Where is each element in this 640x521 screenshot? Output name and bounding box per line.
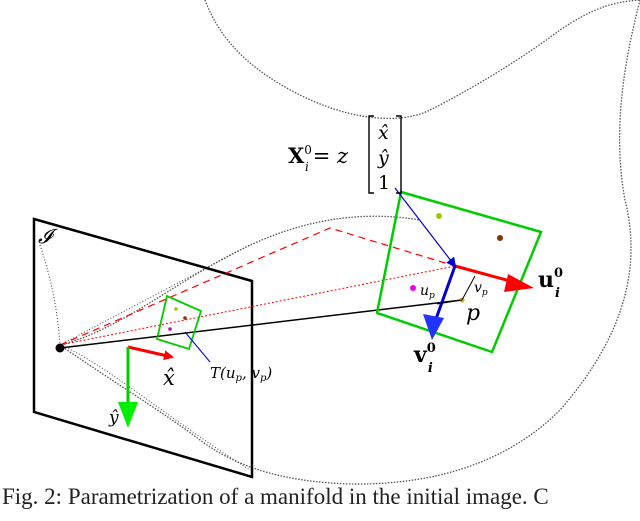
up-line — [436, 299, 463, 305]
matrix-left-bracket — [368, 115, 374, 194]
point-p-label: p — [466, 301, 480, 326]
u-vector-arrowhead — [504, 274, 534, 292]
v-vector-arrowhead — [423, 314, 444, 340]
projection-ray-black — [59, 299, 463, 349]
matrix-row-3: 1 — [378, 172, 390, 194]
patch-dot-green — [436, 213, 442, 219]
equation-pointer — [394, 187, 457, 268]
y-hat-label: ŷ — [108, 408, 119, 428]
manifold-lower-curve — [59, 215, 421, 346]
image-plane-label: 𝓘 — [38, 224, 58, 248]
manifold-patch — [375, 190, 543, 354]
matrix-row-1: x̂ — [378, 122, 389, 144]
manifold-inner-curve — [39, 244, 251, 471]
projection-ray-dotted — [59, 265, 456, 346]
template-patch — [155, 294, 203, 351]
template-transform-label: T(up, vp) — [210, 364, 272, 384]
manifold-outline — [204, 0, 640, 119]
x-hat-axis — [127, 345, 174, 361]
figure-caption: Fig. 2: Parametrization of a manifold in… — [2, 484, 549, 509]
patch-dot-magenta — [410, 285, 416, 291]
template-pointer — [184, 331, 211, 363]
template-dot-1 — [174, 307, 178, 311]
matrix-right-bracket — [396, 115, 402, 194]
y-hat-arrowhead — [118, 402, 138, 428]
projection-cone-dashed — [59, 227, 456, 346]
image-plane — [32, 217, 254, 479]
manifold-front-curve — [59, 344, 351, 485]
vp-line — [461, 275, 476, 301]
patch-dot-brown — [497, 235, 503, 241]
manifold-left-curve — [349, 0, 640, 485]
template-dot-3 — [168, 327, 172, 331]
x-hat-label: x̂ — [163, 366, 175, 390]
template-dot-2 — [183, 316, 187, 320]
up-label: up — [420, 283, 435, 301]
matrix-row-2: ŷ — [377, 147, 389, 169]
vp-label: vp — [474, 280, 488, 298]
camera-center — [55, 343, 65, 353]
